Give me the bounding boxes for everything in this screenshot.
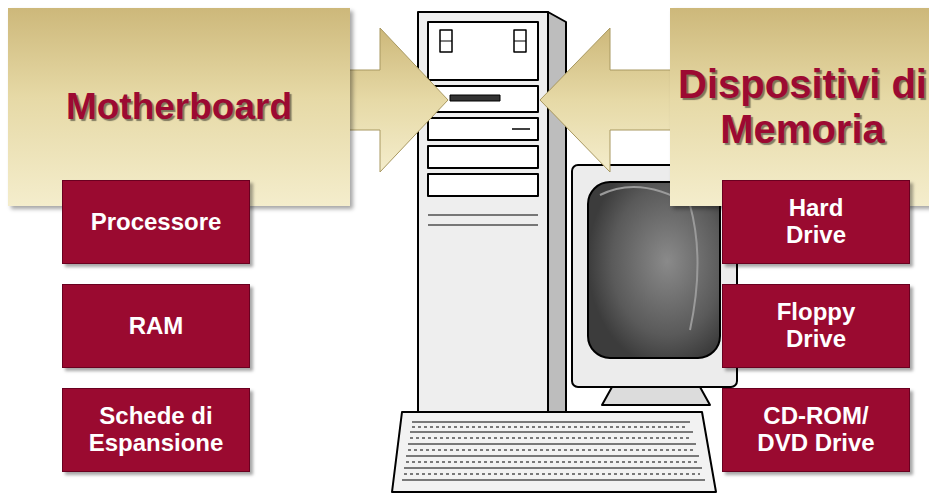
component-box: CD-ROM/ DVD Drive [722, 388, 910, 472]
category-box: Motherboard [8, 8, 350, 206]
component-box: Floppy Drive [722, 284, 910, 368]
node-label: RAM [129, 313, 184, 340]
component-box: Processore [62, 180, 250, 264]
node-label: Schede di Espansione [86, 403, 226, 457]
component-box: Hard Drive [722, 180, 910, 264]
node-label: Motherboard [66, 86, 292, 127]
node-label: Processore [91, 209, 222, 236]
category-box: Dispositivi di Memoria [670, 8, 929, 206]
component-box: Schede di Espansione [62, 388, 250, 472]
node-label: Dispositivi di Memoria [678, 62, 928, 152]
keyboard [392, 412, 716, 492]
component-box: RAM [62, 284, 250, 368]
node-label: Hard Drive [771, 195, 861, 249]
pointer-arrow [540, 28, 690, 172]
node-label: Floppy Drive [771, 299, 861, 353]
node-label: CD-ROM/ DVD Drive [752, 403, 880, 457]
